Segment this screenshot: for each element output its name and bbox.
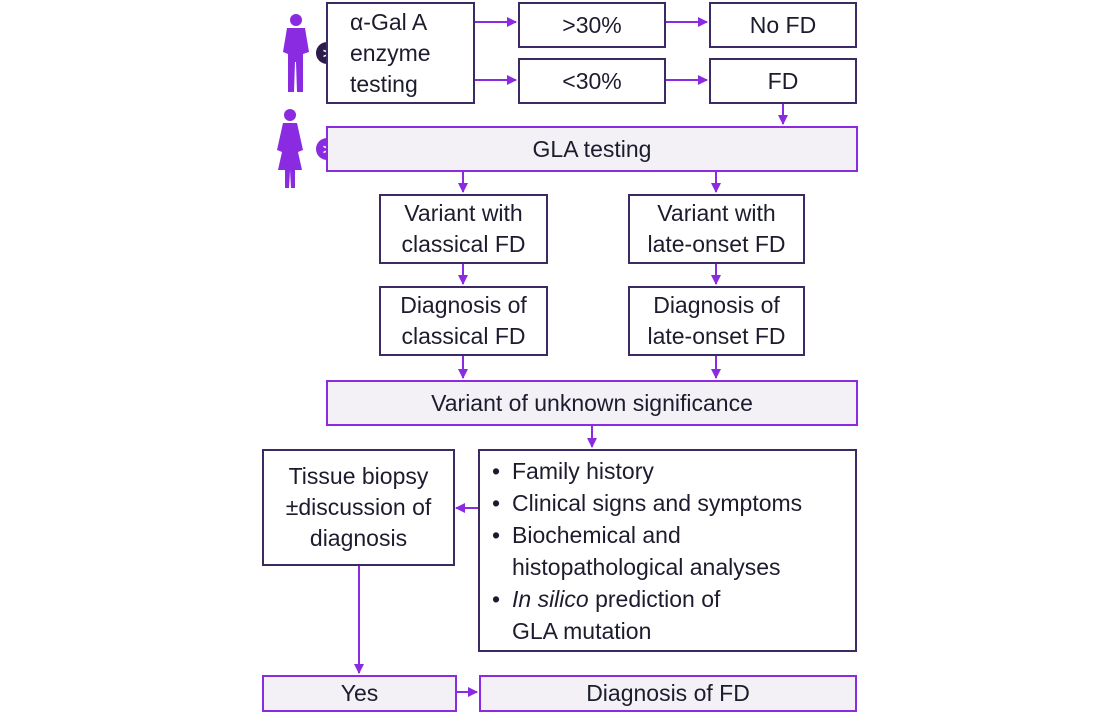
enzyme-testing-box: α-Gal A enzyme testing: [326, 2, 475, 104]
late-onset-variant-line-1: Variant with: [657, 200, 776, 226]
classical-diagnosis-line-2: classical FD: [401, 323, 526, 349]
woman-silhouette-icon: [277, 109, 303, 188]
clinical-signs-text: Clinical signs and symptoms: [512, 490, 803, 516]
man-silhouette-icon: [283, 14, 309, 92]
family-history-text: Family history: [512, 458, 654, 484]
in-silico-italic-text: In silico: [512, 586, 589, 612]
classical-variant-box: Variant with classical FD: [379, 194, 548, 264]
low-activity-box: <30%: [518, 58, 666, 104]
late-onset-variant-box: Variant with late-onset FD: [628, 194, 805, 264]
late-onset-diagnosis-line-2: late-onset FD: [647, 323, 786, 349]
criteria-list: Family history Clinical signs and sympto…: [490, 455, 855, 647]
enzyme-testing-line-1: α-Gal A: [350, 8, 428, 35]
yes-label: Yes: [340, 680, 379, 706]
classical-diagnosis-box: Diagnosis of classical FD: [379, 286, 548, 356]
low-activity-label: <30%: [562, 67, 622, 94]
in-silico-text-line-2: GLA mutation: [512, 618, 652, 644]
criteria-item-in-silico: In silico prediction of GLA mutation: [490, 583, 855, 647]
late-onset-diagnosis-box: Diagnosis of late-onset FD: [628, 286, 805, 356]
in-silico-rest-text: prediction of: [588, 586, 721, 612]
biochemical-text-line-1: Biochemical and: [512, 522, 681, 548]
gla-testing-label: GLA testing: [532, 135, 652, 162]
no-fd-box: No FD: [709, 2, 857, 48]
vus-label: Variant of unknown significance: [431, 389, 753, 416]
high-activity-box: >30%: [518, 2, 666, 48]
fd-box: FD: [709, 58, 857, 104]
late-onset-variant-line-2: late-onset FD: [647, 231, 786, 257]
gla-testing-box: GLA testing: [326, 126, 858, 172]
enzyme-testing-line-2: enzyme: [350, 39, 431, 66]
classical-variant-line-2: classical FD: [401, 231, 526, 257]
tissue-biopsy-line-2: ±discussion of: [285, 494, 432, 520]
diagnosis-of-fd-label: Diagnosis of FD: [586, 680, 750, 706]
criteria-item-family-history: Family history: [490, 455, 855, 487]
classical-diagnosis-line-1: Diagnosis of: [400, 292, 527, 318]
tissue-biopsy-line-1: Tissue biopsy: [288, 463, 429, 489]
enzyme-testing-line-3: testing: [350, 70, 418, 97]
fd-label: FD: [767, 67, 799, 94]
late-onset-diagnosis-line-1: Diagnosis of: [653, 292, 780, 318]
assessment-criteria-box: Family history Clinical signs and sympto…: [478, 449, 857, 652]
criteria-item-biochemical: Biochemical and histopathological analys…: [490, 519, 855, 583]
criteria-item-clinical-signs: Clinical signs and symptoms: [490, 487, 855, 519]
yes-box: Yes: [262, 675, 457, 712]
classical-variant-line-1: Variant with: [404, 200, 523, 226]
diagnosis-of-fd-box: Diagnosis of FD: [479, 675, 857, 712]
tissue-biopsy-box: Tissue biopsy ±discussion of diagnosis: [262, 449, 455, 566]
biochemical-text-line-2: histopathological analyses: [512, 554, 781, 580]
high-activity-label: >30%: [562, 11, 622, 38]
vus-box: Variant of unknown significance: [326, 380, 858, 426]
no-fd-label: No FD: [749, 11, 817, 38]
tissue-biopsy-line-3: diagnosis: [309, 525, 408, 551]
